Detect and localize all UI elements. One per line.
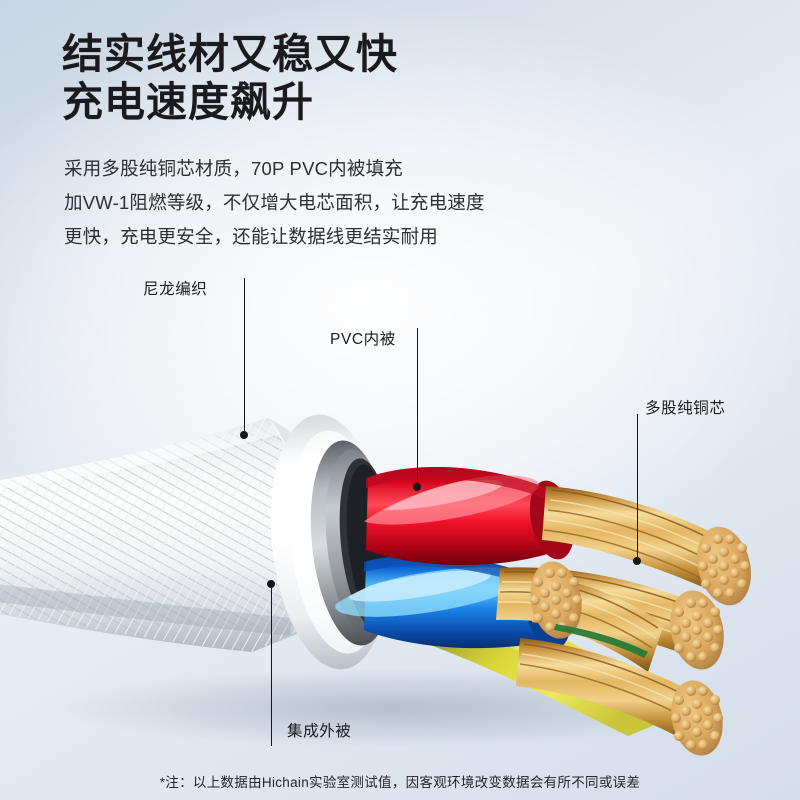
callout-leader-copper-core	[637, 414, 639, 562]
strand-cross-section-3	[530, 568, 582, 632]
callout-dot-outer-jacket	[267, 580, 275, 588]
copper-bundle-3	[530, 561, 664, 672]
page-headline: 结实线材又稳又快 充电速度飙升	[62, 31, 398, 125]
callout-dot-nylon-braid	[240, 431, 248, 439]
footnote-disclaimer: *注：以上数据由Hichain实验室测试值，因客观环境改变数据会有所不同或误差	[159, 775, 641, 790]
callout-leader-outer-jacket	[271, 586, 273, 746]
nylon-braid-sheath	[0, 418, 323, 652]
cable-cutaway-illustration	[0, 414, 752, 756]
strand-cross-section-4	[671, 686, 723, 750]
drain-wire	[554, 624, 648, 658]
callout-dot-pvc-insulation	[413, 483, 421, 491]
callout-label-pvc-insulation: PVC内被	[330, 331, 396, 348]
callout-label-nylon-braid: 尼龙编织	[143, 281, 208, 298]
page-description: 采用多股纯铜芯材质，70P PVC内被填充 加VW-1阻燃等级，不仅增大电芯面积…	[64, 158, 485, 247]
callout-label-outer-jacket: 集成外被	[287, 723, 352, 740]
copper-bundle-4	[516, 638, 723, 756]
strand-cross-section-1	[698, 534, 750, 598]
copper-bundle-1	[542, 486, 752, 606]
strand-cross-section-2	[671, 598, 723, 662]
callout-label-copper-core: 多股纯铜芯	[645, 400, 726, 417]
callout-dot-copper-core	[633, 557, 641, 565]
callout-leader-nylon-braid	[244, 278, 246, 436]
callout-leader-pvc-insulation	[417, 328, 419, 488]
core-red	[357, 466, 575, 566]
